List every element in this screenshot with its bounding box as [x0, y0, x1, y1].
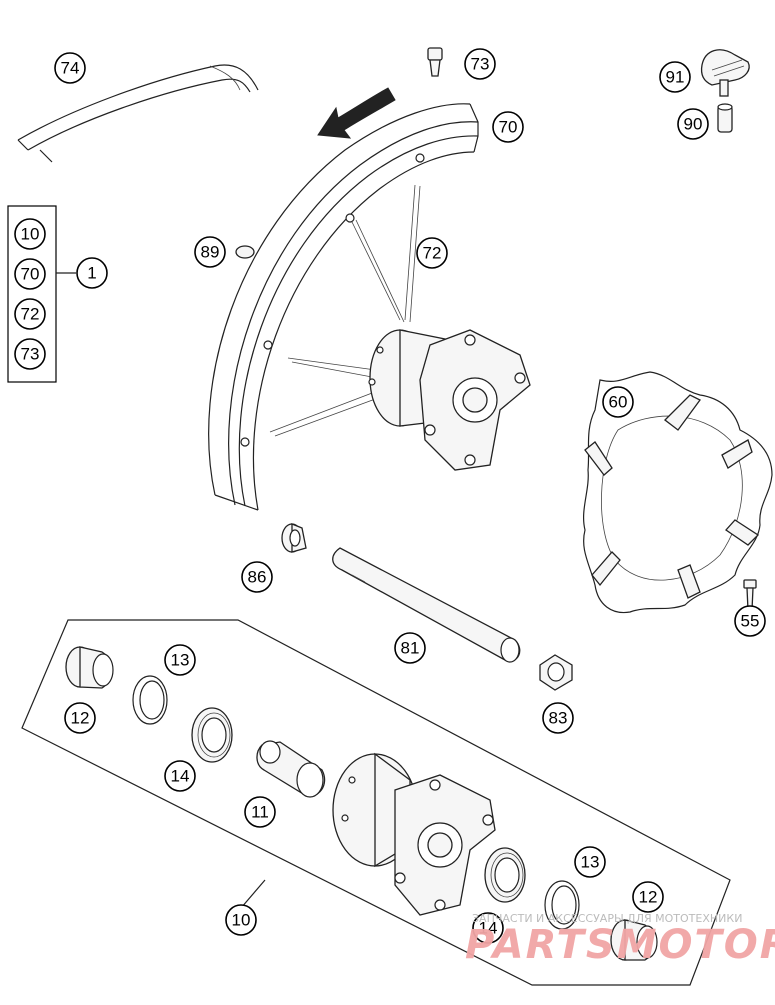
kit-assembly-1: 1 — [76, 257, 108, 289]
callout-70: 70 — [492, 111, 524, 143]
brake-disc-part — [583, 371, 773, 614]
svg-text:83: 83 — [549, 709, 568, 728]
svg-text:10: 10 — [232, 911, 251, 930]
svg-text:72: 72 — [423, 244, 442, 263]
hub-part — [332, 752, 496, 916]
disc-screw-part — [743, 579, 757, 611]
callout-81: 81 — [394, 632, 426, 664]
callout-91: 91 — [659, 61, 691, 93]
bearing-right-part — [484, 847, 526, 903]
rotation-arrow-icon — [317, 87, 396, 139]
leader-line-10 — [240, 879, 266, 909]
watermark-tagline: ЗАПЧАСТИ И АКСЕССУАРЫ ДЛЯ МОТОТЕХНИКИ — [472, 912, 742, 925]
callout-73-top: 73 — [464, 48, 496, 80]
svg-text:10: 10 — [21, 225, 40, 244]
callout-14-left: 14 — [164, 760, 196, 792]
circlip-right-part — [544, 880, 580, 930]
distance-sleeve-part — [256, 740, 326, 798]
svg-text:81: 81 — [401, 639, 420, 658]
callout-86: 86 — [241, 561, 273, 593]
svg-text:14: 14 — [479, 919, 498, 938]
callout-10: 10 — [225, 904, 257, 936]
spacer-right-part — [281, 523, 307, 553]
callout-90: 90 — [677, 108, 709, 140]
callout-89: 89 — [194, 236, 226, 268]
callout-55: 55 — [734, 605, 766, 637]
svg-text:70: 70 — [499, 118, 518, 137]
svg-text:74: 74 — [61, 59, 80, 78]
callout-83: 83 — [542, 702, 574, 734]
bearing-left-part — [191, 707, 233, 763]
shaft-seal-right-part — [610, 919, 658, 961]
svg-text:1: 1 — [87, 264, 96, 283]
callout-72: 72 — [416, 237, 448, 269]
wheel-hub-part — [368, 329, 531, 471]
shaft-seal-left-part — [65, 646, 114, 689]
svg-text:11: 11 — [251, 803, 269, 822]
svg-text:14: 14 — [171, 767, 190, 786]
svg-text:12: 12 — [639, 888, 658, 907]
axle-part — [332, 547, 521, 663]
svg-text:60: 60 — [609, 393, 628, 412]
svg-text:73: 73 — [21, 345, 40, 364]
svg-text:55: 55 — [741, 612, 760, 631]
rim-tape-part — [17, 64, 259, 163]
svg-text:73: 73 — [471, 55, 490, 74]
kit-item-10: 10 — [14, 218, 46, 250]
spoke-nipple-part — [427, 47, 443, 77]
svg-text:12: 12 — [71, 709, 90, 728]
hub-kit-outline — [21, 619, 731, 986]
callout-12-right: 12 — [632, 881, 664, 913]
spacer-left-part — [539, 654, 573, 691]
callout-12-left: 12 — [64, 702, 96, 734]
svg-text:91: 91 — [666, 68, 685, 87]
svg-text:13: 13 — [171, 651, 190, 670]
kit-item-70: 70 — [14, 258, 46, 290]
kit-item-73: 73 — [14, 338, 46, 370]
svg-text:70: 70 — [21, 265, 40, 284]
circlip-left-part — [132, 675, 168, 725]
svg-text:90: 90 — [684, 115, 703, 134]
svg-text:72: 72 — [21, 305, 40, 324]
callout-14-right: 14 — [472, 912, 504, 944]
valve-nut-part — [717, 103, 733, 133]
callout-11: 11 — [244, 796, 276, 828]
rim-part — [208, 103, 479, 511]
valve-part — [700, 49, 750, 97]
callout-13-right: 13 — [574, 846, 606, 878]
svg-text:13: 13 — [581, 853, 600, 872]
svg-text:86: 86 — [248, 568, 267, 587]
kit-item-72: 72 — [14, 298, 46, 330]
callout-74: 74 — [54, 52, 86, 84]
callout-60: 60 — [602, 386, 634, 418]
rim-plug-part — [235, 245, 255, 259]
watermark: ЗАПЧАСТИ И АКСЕССУАРЫ ДЛЯ МОТОТЕХНИКИ PA… — [465, 912, 775, 968]
svg-text:89: 89 — [201, 243, 220, 262]
watermark-brand: PARTSMOTOR.RU — [465, 922, 775, 968]
callout-13-left: 13 — [164, 644, 196, 676]
